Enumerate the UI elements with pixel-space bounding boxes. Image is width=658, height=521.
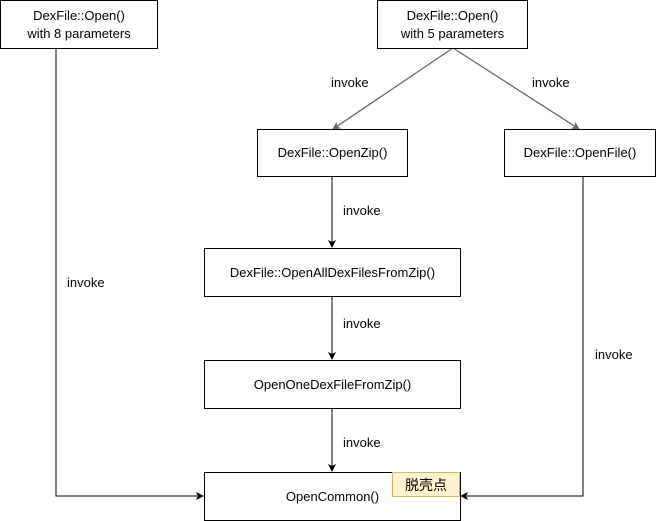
- node-opencommon-label: OpenCommon(): [285, 488, 380, 504]
- node-dexfile-open-8-params: DexFile::Open() with 8 parameters: [0, 0, 158, 49]
- node-dexfile-open-5-params: DexFile::Open() with 5 parameters: [377, 0, 528, 49]
- edge-label-openfile-opencommon: invoke: [595, 347, 633, 362]
- node-dexfile-openzip: DexFile::OpenZip(): [257, 129, 408, 177]
- node-open8-line2: with 8 parameters: [27, 25, 131, 41]
- node-open5-line1: DexFile::Open(): [406, 7, 499, 23]
- node-dexfile-openfile: DexFile::OpenFile(): [504, 129, 656, 177]
- node-open5-line2: with 5 parameters: [400, 25, 505, 41]
- edge-label-open8-opencommon: invoke: [67, 275, 105, 290]
- edge-label-open5-openfile: invoke: [532, 75, 570, 90]
- node-openzip-label: DexFile::OpenZip(): [277, 145, 388, 160]
- node-openonedexfilefromzip: OpenOneDexFileFromZip(): [204, 360, 461, 409]
- edge-open8-opencommon: [55, 48, 204, 500]
- edge-label-openone-opencommon: invoke: [343, 435, 381, 450]
- node-openone-label: OpenOneDexFileFromZip(): [253, 376, 412, 392]
- unpack-point-note: 脱壳点: [392, 472, 460, 497]
- edge-label-open5-openzip: invoke: [331, 75, 369, 90]
- node-openalldexfilesfromzip: DexFile::OpenAllDexFilesFromZip(): [204, 248, 461, 297]
- unpack-point-label: 脱壳点: [405, 476, 447, 493]
- edge-label-openzip-openall: invoke: [343, 203, 381, 218]
- node-open8-line1: DexFile::Open(): [33, 7, 125, 23]
- node-openfile-label: DexFile::OpenFile(): [523, 145, 637, 160]
- node-openall-label: DexFile::OpenAllDexFilesFromZip(): [229, 264, 436, 280]
- edge-open5-openfile: [452, 47, 580, 130]
- edge-open5-openzip: [332, 47, 454, 130]
- edge-label-openall-openone: invoke: [343, 316, 381, 331]
- edge-openfile-opencommon: [460, 177, 584, 500]
